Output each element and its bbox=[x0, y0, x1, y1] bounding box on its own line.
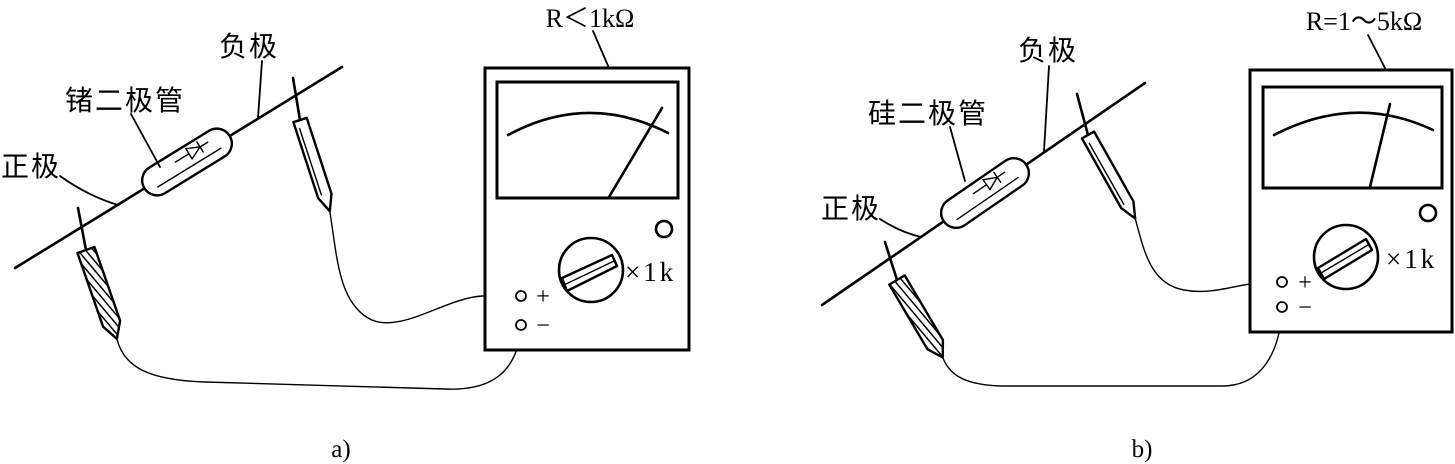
meter-scale-arc bbox=[506, 111, 670, 137]
meter-display-window bbox=[1261, 85, 1444, 190]
anode-label: 正极 bbox=[821, 192, 881, 225]
cathode-label: 负极 bbox=[1018, 34, 1078, 67]
probe-white bbox=[292, 116, 333, 213]
minus-terminal-label: − bbox=[1298, 295, 1312, 321]
cathode-leader bbox=[1043, 65, 1050, 152]
panel-caption: b) bbox=[1132, 436, 1153, 463]
probe-white-inner-line bbox=[298, 127, 323, 196]
diode-symbol-bar bbox=[993, 171, 1002, 183]
diode-inner-band bbox=[157, 147, 222, 188]
probe-tip-black bbox=[76, 206, 88, 252]
meter-display-window bbox=[495, 80, 680, 200]
resistance-note: R=1～5kΩ bbox=[1306, 7, 1422, 36]
diode-type-label: 硅二极管 bbox=[868, 97, 988, 130]
probe-tip-black bbox=[883, 240, 899, 282]
diode-symbol-triangle bbox=[184, 146, 202, 161]
range-selector-pointer-line bbox=[1320, 244, 1369, 274]
plus-terminal bbox=[1276, 276, 1288, 288]
resistance-note-leader bbox=[1367, 34, 1387, 71]
plus-terminal-label: + bbox=[1298, 270, 1312, 296]
resistance-note: R＜1kΩ bbox=[546, 4, 635, 33]
multimeter: ×1k + − bbox=[1248, 68, 1454, 334]
minus-terminal bbox=[515, 319, 527, 331]
zero-adjust-knob bbox=[1418, 203, 1438, 223]
cathode-leader bbox=[257, 60, 263, 119]
panel-caption: a) bbox=[331, 436, 350, 463]
minus-terminal-label: − bbox=[536, 313, 550, 339]
panel-b: 硅二极管 负极 正极 R=1～5kΩ ×1k + − bbox=[820, 7, 1454, 463]
meter-needle bbox=[607, 106, 664, 199]
diode-type-leader bbox=[130, 113, 161, 168]
range-label: ×1k bbox=[625, 257, 676, 287]
probe-white-inner-line bbox=[1088, 142, 1125, 206]
minus-terminal bbox=[1276, 301, 1288, 313]
anode-label: 正极 bbox=[1, 150, 61, 183]
diode-body bbox=[140, 127, 234, 197]
anode-leader bbox=[879, 218, 922, 238]
diode-type-label: 锗二极管 bbox=[65, 84, 185, 117]
diode-inner-band bbox=[956, 176, 1019, 221]
diode-glass-capsule bbox=[140, 127, 234, 197]
range-selector-knob bbox=[557, 236, 625, 304]
probe-black-hatched bbox=[888, 274, 945, 359]
diode-body bbox=[939, 156, 1031, 230]
probe-black-hatched bbox=[76, 245, 122, 340]
diode-symbol-triangle bbox=[981, 176, 999, 191]
range-label: ×1k bbox=[1386, 244, 1437, 274]
diode-type-leader bbox=[949, 126, 966, 182]
cable-black-probe bbox=[942, 311, 1283, 387]
diode-symbol-bar bbox=[196, 141, 204, 153]
meter-needle bbox=[1368, 102, 1392, 189]
range-selector-pointer-line bbox=[565, 260, 615, 285]
multimeter: ×1k + − bbox=[483, 66, 691, 352]
range-selector-knob bbox=[1312, 223, 1380, 291]
plus-terminal-label: + bbox=[536, 284, 550, 310]
probe-tip-white bbox=[1075, 92, 1090, 137]
probe-tip-white bbox=[291, 76, 302, 122]
meter-scale-arc bbox=[1272, 111, 1435, 137]
cable-white-probe bbox=[1134, 217, 1278, 293]
anode-leader bbox=[59, 175, 119, 206]
zero-adjust-knob bbox=[654, 219, 674, 239]
plus-terminal bbox=[515, 290, 527, 302]
cathode-label: 负极 bbox=[219, 30, 279, 63]
resistance-note-leader bbox=[592, 30, 610, 69]
cable-white-probe bbox=[329, 210, 517, 324]
panel-a: 锗二极管 负极 正极 R＜1kΩ ×1k + bbox=[1, 4, 691, 463]
diode-glass-capsule bbox=[939, 156, 1031, 230]
cable-black-probe bbox=[116, 329, 522, 390]
